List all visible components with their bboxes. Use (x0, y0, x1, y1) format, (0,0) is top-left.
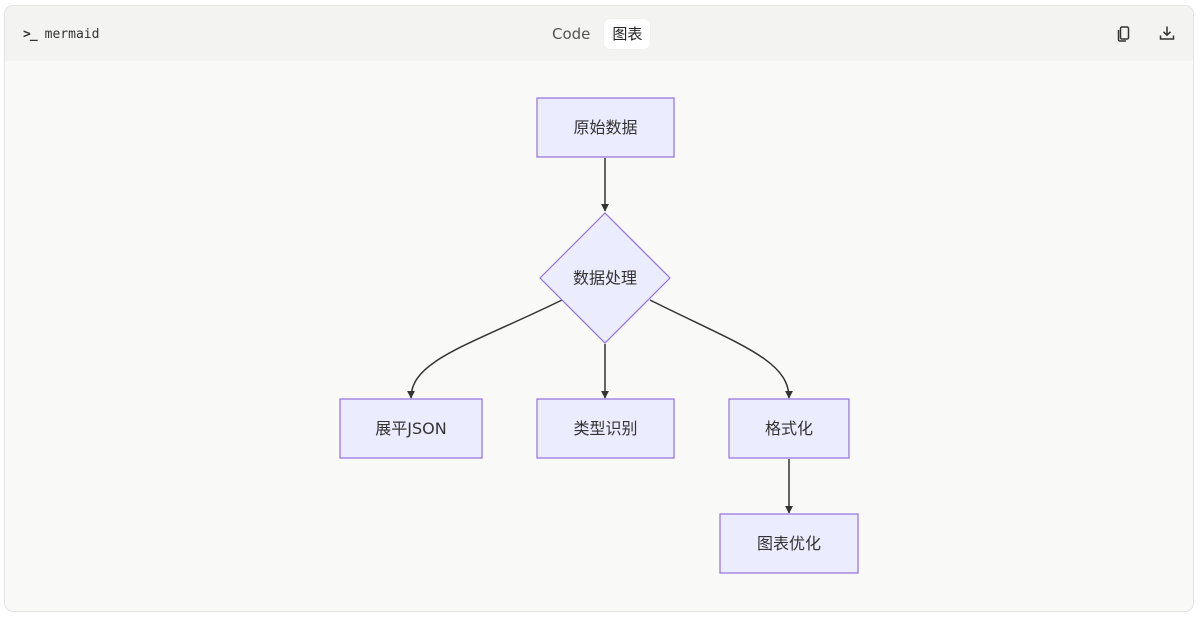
terminal-prompt-icon: >_ (23, 26, 38, 42)
code-block-header: >_ mermaid Code 图表 (5, 6, 1193, 61)
download-icon (1159, 26, 1175, 40)
node-shape-diamond (539, 212, 671, 344)
node-shape-rect (719, 513, 859, 574)
node-shape-rect (536, 97, 675, 158)
edge-proc-fmt (649, 299, 793, 399)
copy-icon (1117, 26, 1130, 42)
node-label: 格式化 (765, 419, 813, 438)
copy-button[interactable] (1113, 22, 1135, 44)
node-raw: 原始数据 (536, 97, 675, 158)
tab-diagram[interactable]: 图表 (604, 19, 651, 49)
view-tabs: Code 图表 (544, 19, 651, 49)
node-label: 原始数据 (573, 118, 637, 137)
node-shape-rect (339, 398, 483, 459)
download-button[interactable] (1156, 22, 1178, 44)
node-proc: 数据处理 (539, 212, 671, 344)
node-label: 图表优化 (757, 534, 821, 553)
language-indicator: >_ mermaid (23, 24, 99, 44)
node-label: 数据处理 (573, 269, 637, 288)
edge-proc-flat (407, 299, 563, 399)
node-type: 类型识别 (536, 398, 675, 459)
node-opt: 图表优化 (719, 513, 859, 574)
node-flat: 展平JSON (339, 398, 483, 459)
node-label: 展平JSON (375, 419, 446, 438)
node-shape-rect (536, 398, 675, 459)
tab-code[interactable]: Code (552, 25, 591, 43)
node-label: 类型识别 (573, 419, 637, 438)
node-fmt: 格式化 (728, 398, 850, 459)
edges-layer (407, 158, 793, 514)
language-label: mermaid (44, 26, 100, 42)
node-shape-rect (728, 398, 850, 459)
